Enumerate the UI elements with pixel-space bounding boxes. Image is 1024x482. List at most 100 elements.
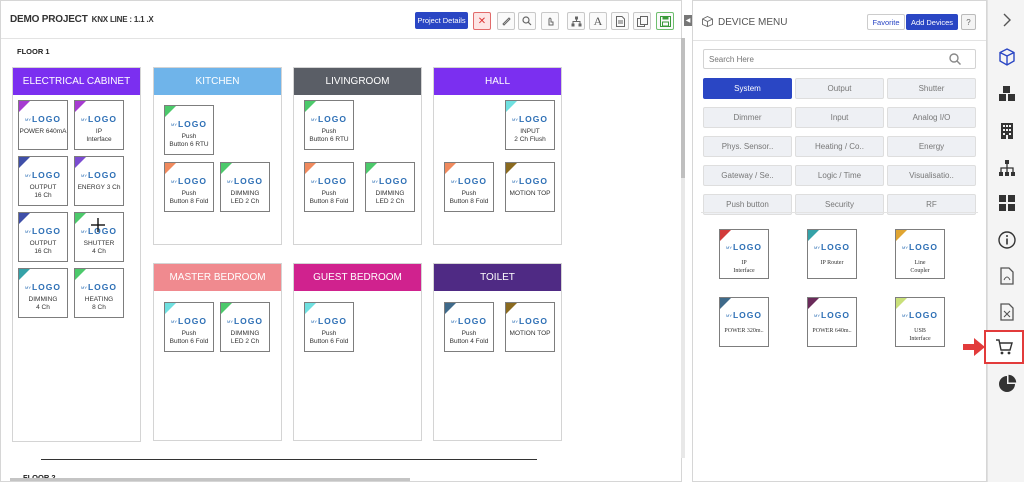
- chevron-right-icon[interactable]: [988, 5, 1024, 35]
- category-button[interactable]: Logic / Time: [795, 165, 884, 186]
- hierarchy-icon[interactable]: [988, 153, 1024, 183]
- logo-prefix: MY: [170, 122, 177, 127]
- device-type-marker: [75, 269, 86, 280]
- category-button[interactable]: Push button: [703, 194, 792, 215]
- category-button[interactable]: Visualisatio..: [887, 165, 976, 186]
- room-title[interactable]: ELECTRICAL CABINET: [13, 68, 140, 95]
- category-button[interactable]: System: [703, 78, 792, 99]
- hierarchy-icon[interactable]: [567, 12, 585, 30]
- close-icon[interactable]: ✕: [473, 12, 491, 30]
- touch-icon[interactable]: [541, 12, 559, 30]
- device-label-line: Button 8 Fold: [169, 198, 209, 205]
- info-icon[interactable]: [988, 225, 1024, 255]
- favorite-button[interactable]: Favorite: [867, 14, 905, 30]
- add-devices-button[interactable]: Add Devices: [906, 14, 958, 30]
- logo-word: LOGO: [820, 310, 851, 320]
- search-icon[interactable]: [948, 52, 962, 66]
- document-icon[interactable]: [611, 12, 629, 30]
- cart-icon[interactable]: [984, 330, 1024, 364]
- room-title[interactable]: KITCHEN: [154, 68, 281, 95]
- cubes-icon[interactable]: [988, 79, 1024, 109]
- pdf-file-icon[interactable]: [988, 261, 1024, 291]
- grid-icon[interactable]: [988, 188, 1024, 218]
- category-button[interactable]: RF: [887, 194, 976, 215]
- logo-prefix: MY: [450, 179, 457, 184]
- category-button[interactable]: Heating / Co..: [795, 136, 884, 157]
- room-title[interactable]: LIVINGROOM: [294, 68, 421, 95]
- category-button[interactable]: Input: [795, 107, 884, 128]
- pie-chart-icon[interactable]: [988, 369, 1024, 399]
- collapse-panel-icon[interactable]: ◀: [684, 15, 692, 26]
- vertical-scrollbar-thumb[interactable]: [681, 38, 685, 178]
- copy-icon[interactable]: [633, 12, 651, 30]
- horizontal-scrollbar[interactable]: [10, 478, 410, 481]
- cube-icon[interactable]: [988, 42, 1024, 72]
- help-button[interactable]: ?: [961, 14, 976, 30]
- room-title[interactable]: GUEST BEDROOM: [294, 264, 421, 291]
- building-icon[interactable]: [988, 116, 1024, 146]
- project-details-button[interactable]: Project Details: [415, 12, 468, 29]
- room-title[interactable]: TOILET: [434, 264, 561, 291]
- search-icon[interactable]: [518, 12, 536, 30]
- category-button[interactable]: Analog I/O: [887, 107, 976, 128]
- font-icon[interactable]: A: [589, 12, 607, 30]
- logo-word: LOGO: [518, 114, 549, 124]
- category-button[interactable]: Output: [795, 78, 884, 99]
- divider: [701, 212, 978, 213]
- excel-file-icon[interactable]: [988, 297, 1024, 327]
- logo-word: LOGO: [457, 176, 488, 186]
- edit-icon[interactable]: [497, 12, 515, 30]
- room-title[interactable]: HALL: [434, 68, 561, 95]
- logo-prefix: MY: [371, 179, 378, 184]
- vertical-scrollbar-track[interactable]: [681, 38, 685, 458]
- device-label-line: Push: [461, 190, 477, 197]
- save-icon[interactable]: [656, 12, 674, 30]
- device-search-input[interactable]: [703, 49, 976, 69]
- device-label-line: 2 Ch Flush: [514, 136, 546, 143]
- category-button[interactable]: Energy: [887, 136, 976, 157]
- room-title[interactable]: MASTER BEDROOM: [154, 264, 281, 291]
- category-button[interactable]: Security: [795, 194, 884, 215]
- category-button[interactable]: Dimmer: [703, 107, 792, 128]
- category-button[interactable]: Shutter: [887, 78, 976, 99]
- category-button[interactable]: Phys. Sensor..: [703, 136, 792, 157]
- category-button[interactable]: Gateway / Se..: [703, 165, 792, 186]
